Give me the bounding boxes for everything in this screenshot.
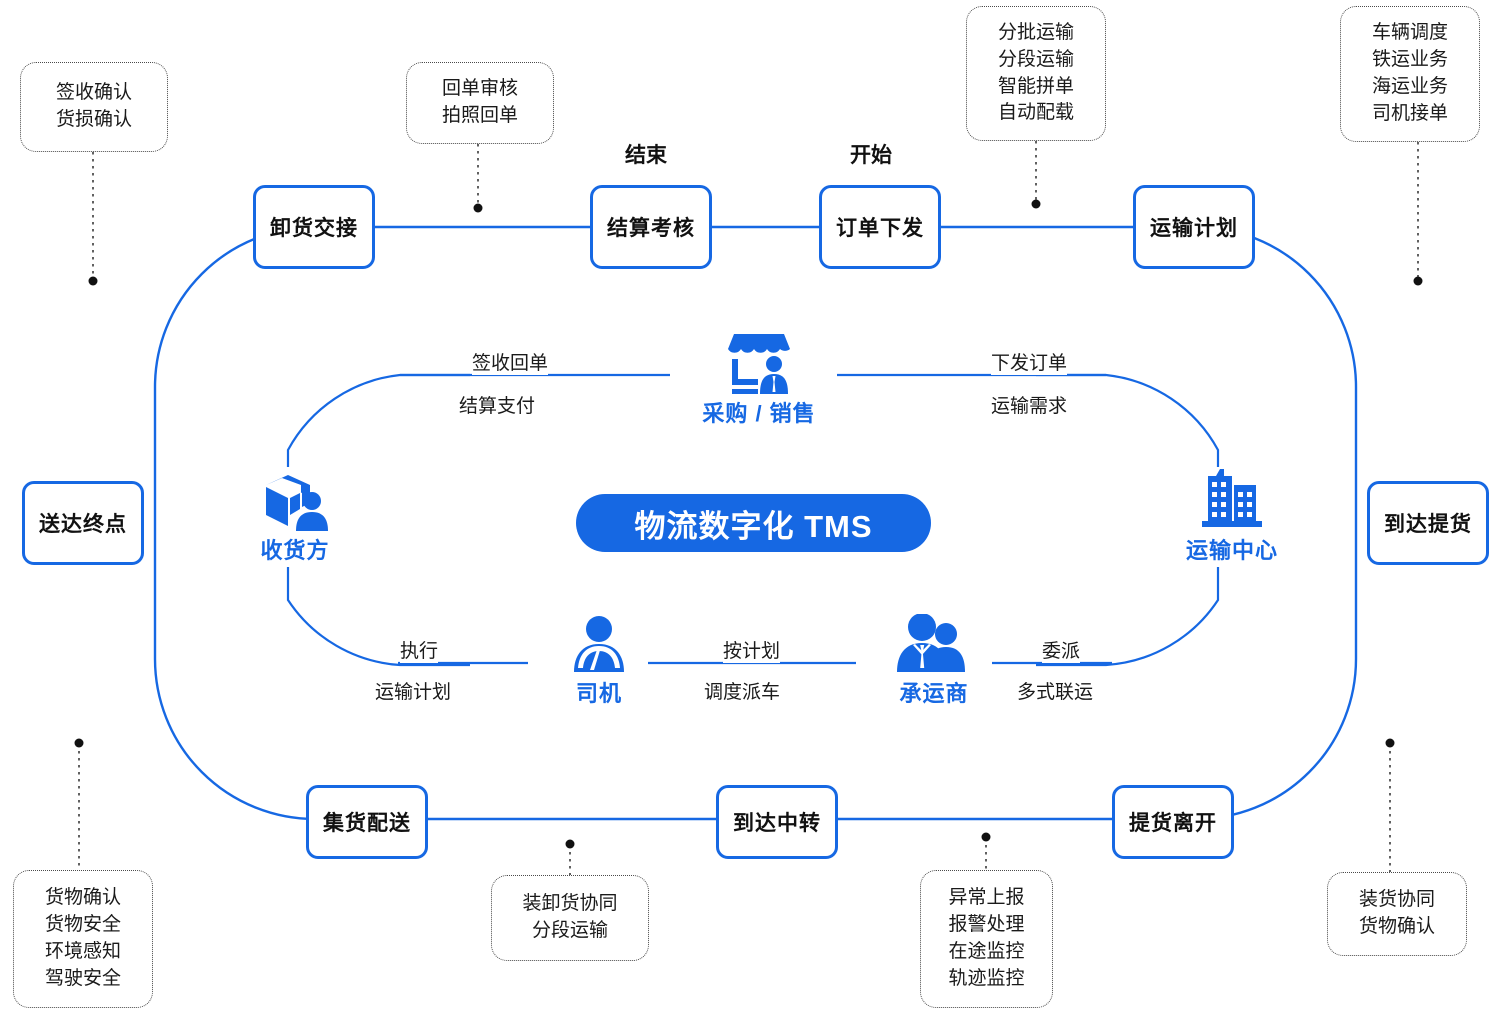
driver-person-icon — [568, 616, 630, 674]
callout-line: 货物确认 — [44, 887, 121, 909]
callout-line: 分段运输 — [997, 48, 1074, 70]
storefront-person-icon — [726, 332, 792, 394]
buildings-icon — [1196, 469, 1268, 531]
node-pickup-depart[interactable]: 提货离开 — [1112, 785, 1234, 859]
node-transport-plan[interactable]: 运输计划 — [1133, 185, 1255, 269]
callout-exception: 异常上报 报警处理 在途监控 轨迹监控 — [920, 870, 1053, 1008]
callout-signoff: 签收确认 货损确认 — [20, 62, 168, 152]
leader-dot-dispatch — [1413, 276, 1423, 286]
caption-end: 结束 — [625, 144, 667, 167]
rel-by-plan-top: 按计划 — [723, 636, 781, 663]
two-people-icon — [895, 613, 973, 674]
node-order-dispatch[interactable]: 订单下发 — [819, 185, 941, 269]
caption-start: 开始 — [850, 144, 892, 167]
callout-loading: 装货协同 货物确认 — [1327, 872, 1467, 956]
callout-line: 分段运输 — [531, 920, 608, 941]
node-unload-handover[interactable]: 卸货交接 — [253, 185, 375, 269]
rel-sign-receipt-top: 签收回单 — [472, 348, 549, 375]
actor-label: 采购 / 销售 — [702, 401, 816, 426]
package-person-icon — [260, 469, 330, 531]
callout-line: 拍照回单 — [441, 105, 518, 126]
callout-line: 装货协同 — [1358, 889, 1435, 911]
rel-issue-order-bottom: 运输需求 — [991, 391, 1068, 418]
actor-consignee[interactable]: 收货方 — [236, 467, 354, 567]
callout-line: 司机接单 — [1371, 102, 1448, 124]
callout-line: 报警处理 — [948, 914, 1025, 936]
callout-line: 签收确认 — [55, 82, 132, 104]
actor-label: 承运商 — [899, 681, 969, 706]
rel-execute-top: 执行 — [400, 636, 439, 663]
leader-dot-signoff — [88, 276, 98, 286]
node-consolidate-deliver[interactable]: 集货配送 — [306, 785, 428, 859]
callout-line: 在途监控 — [948, 941, 1025, 962]
center-title-pill: 物流数字化 TMS — [576, 494, 931, 552]
callout-line: 智能拼单 — [997, 75, 1074, 97]
leader-dot-receipt — [473, 203, 483, 213]
callout-dispatch: 车辆调度 铁运业务 海运业务 司机接单 — [1340, 6, 1480, 142]
node-arrival-pickup[interactable]: 到达提货 — [1367, 481, 1489, 565]
callout-receipt: 回单审核 拍照回单 — [406, 62, 554, 144]
leader-dot-loading — [1385, 738, 1395, 748]
actor-carrier[interactable]: 承运商 — [876, 612, 992, 710]
callout-line: 驾驶安全 — [44, 967, 121, 989]
callout-cargo-safe: 货物确认 货物安全 环境感知 驾驶安全 — [13, 870, 153, 1008]
actor-label: 收货方 — [260, 538, 330, 563]
callout-line: 环境感知 — [44, 941, 121, 962]
callout-line: 异常上报 — [948, 887, 1025, 909]
rel-execute-bottom: 运输计划 — [375, 677, 452, 704]
callout-line: 轨迹监控 — [948, 967, 1025, 989]
rel-delegate-top: 委派 — [1042, 636, 1081, 663]
rel-by-plan-bottom: 调度派车 — [704, 677, 781, 704]
rel-delegate-bottom: 多式联运 — [1017, 677, 1094, 704]
callout-line: 自动配载 — [997, 102, 1074, 124]
leader-dot-loadunload — [565, 839, 575, 849]
actor-purchase-sales[interactable]: 采购 / 销售 — [681, 330, 837, 430]
callout-line: 回单审核 — [441, 78, 518, 100]
node-delivery-endpoint[interactable]: 送达终点 — [22, 481, 144, 565]
actor-driver[interactable]: 司机 — [550, 614, 648, 710]
callout-line: 装卸货协同 — [522, 893, 618, 915]
callout-line: 海运业务 — [1371, 76, 1448, 97]
rel-issue-order-top: 下发订单 — [991, 348, 1068, 375]
leader-dot-batching — [1031, 199, 1041, 209]
actor-transport-hub[interactable]: 运输中心 — [1168, 467, 1296, 567]
callout-line: 铁运业务 — [1371, 49, 1448, 71]
rel-sign-receipt-bottom: 结算支付 — [459, 391, 536, 418]
actor-label: 运输中心 — [1185, 538, 1278, 563]
callout-line: 货物安全 — [44, 914, 121, 936]
leader-dot-exception — [981, 832, 991, 842]
callout-line: 分批运输 — [997, 21, 1074, 43]
callout-line: 车辆调度 — [1371, 22, 1448, 44]
callout-line: 货物确认 — [1358, 916, 1435, 937]
callout-loadunload: 装卸货协同 分段运输 — [491, 875, 649, 961]
actor-label: 司机 — [575, 681, 622, 706]
callout-batching: 分批运输 分段运输 智能拼单 自动配载 — [966, 6, 1106, 141]
node-arrive-transfer[interactable]: 到达中转 — [716, 785, 838, 859]
callout-line: 货损确认 — [55, 109, 132, 130]
leader-dot-cargosafe — [74, 738, 84, 748]
node-settlement-review[interactable]: 结算考核 — [590, 185, 712, 269]
